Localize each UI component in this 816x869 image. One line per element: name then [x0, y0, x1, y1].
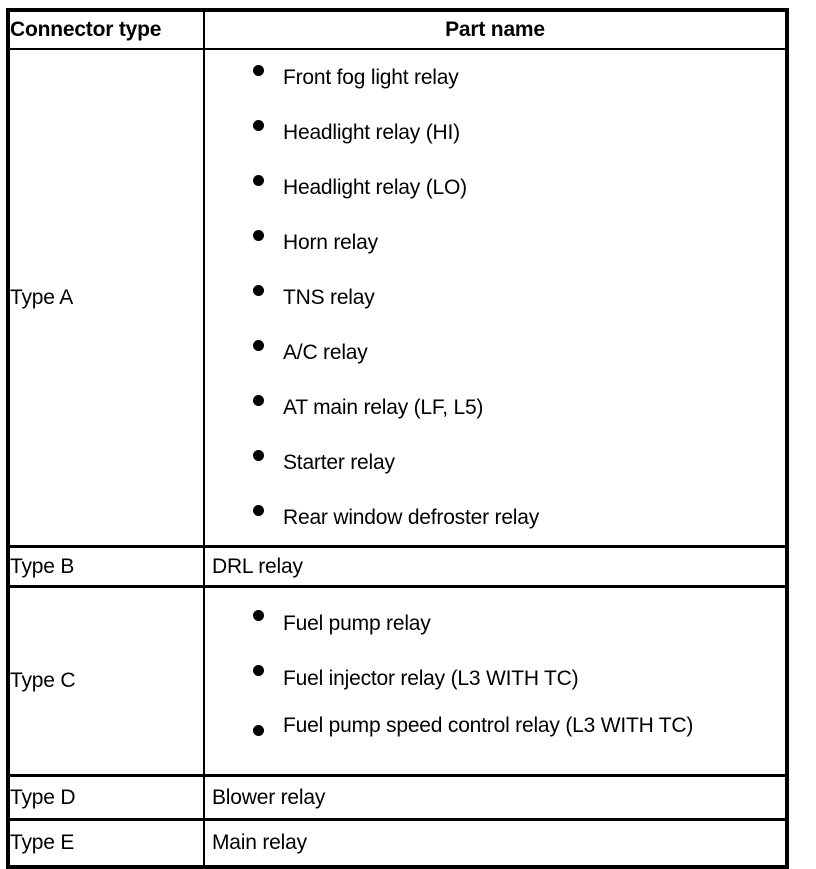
list-item: Front fog light relay	[205, 50, 785, 105]
list-item: Fuel pump speed control relay (L3 WITH T…	[205, 706, 785, 767]
cell-connector-type: Type E	[8, 819, 205, 867]
list-item: Rear window defroster relay	[205, 490, 785, 545]
part-name-list: Front fog light relay Headlight relay (H…	[205, 50, 785, 545]
header-row: Connector type Part name	[8, 10, 787, 50]
part-name-text: Horn relay	[283, 231, 378, 254]
part-name-text: Blower relay	[212, 785, 326, 809]
part-name-text: Headlight relay (LO)	[283, 176, 467, 199]
bullet-icon	[253, 610, 264, 621]
list-item: AT main relay (LF, L5)	[205, 380, 785, 435]
bullet-icon	[253, 64, 264, 76]
list-item: A/C relay	[205, 325, 785, 380]
table-row: Type B DRL relay	[8, 546, 787, 588]
connector-type-label: Type C	[10, 669, 76, 692]
table-header: Connector type Part name	[8, 10, 787, 50]
bullet-icon	[253, 284, 264, 296]
connector-type-label: Type D	[10, 785, 76, 809]
part-name-text: Fuel pump relay	[283, 611, 431, 635]
column-header-part-name: Part name	[204, 10, 787, 50]
bullet-icon	[253, 504, 264, 516]
bullet-icon	[253, 339, 264, 351]
part-name-text: Starter relay	[283, 451, 395, 474]
cell-part-name: Front fog light relay Headlight relay (H…	[204, 49, 787, 548]
connector-type-label: Type E	[10, 831, 75, 854]
bullet-icon	[253, 229, 264, 241]
cell-part-name: DRL relay	[204, 546, 787, 588]
table-body: Type A Front fog light relay Headlight r…	[8, 49, 787, 867]
list-item: Headlight relay (HI)	[205, 105, 785, 160]
part-name-text: DRL relay	[212, 554, 303, 578]
list-item: Horn relay	[205, 215, 785, 270]
part-name-text: Fuel pump speed control relay (L3 WITH T…	[283, 713, 694, 737]
cell-connector-type: Type A	[8, 49, 205, 548]
part-name-text: Rear window defroster relay	[283, 506, 540, 529]
cell-part-name: Fuel pump relay Fuel injector relay (L3 …	[204, 586, 787, 777]
part-name-text: TNS relay	[283, 286, 375, 309]
part-name-text: AT main relay (LF, L5)	[283, 396, 484, 419]
part-name-text: Headlight relay (HI)	[283, 121, 460, 144]
part-name-list: Fuel pump relay Fuel injector relay (L3 …	[205, 596, 785, 767]
part-name-text: Fuel injector relay (L3 WITH TC)	[283, 666, 579, 690]
bullet-icon	[253, 119, 264, 131]
cell-connector-type: Type B	[8, 546, 205, 588]
list-item: Headlight relay (LO)	[205, 160, 785, 215]
list-item: TNS relay	[205, 270, 785, 325]
table-row: Type D Blower relay	[8, 775, 787, 821]
connector-type-label: Type A	[10, 285, 74, 309]
cell-connector-type: Type C	[8, 586, 205, 777]
bullet-icon	[253, 724, 264, 736]
bullet-icon	[253, 174, 264, 186]
bullet-icon	[253, 665, 264, 676]
part-name-text: Main relay	[212, 831, 307, 854]
table-row: Type C Fuel pump relay Fuel injector rel…	[8, 586, 787, 777]
cell-part-name: Main relay	[204, 820, 787, 868]
bullet-icon	[253, 394, 264, 406]
cell-connector-type: Type D	[8, 775, 205, 821]
list-item: Fuel injector relay (L3 WITH TC)	[205, 651, 785, 706]
relay-connector-table: Connector type Part name Type A Front fo…	[6, 8, 789, 869]
part-name-text: Front fog light relay	[283, 66, 459, 89]
table-row: Type E Main relay	[8, 819, 787, 868]
column-header-connector-type: Connector type	[8, 10, 205, 50]
bullet-icon	[253, 449, 264, 461]
cell-part-name: Blower relay	[204, 775, 787, 821]
page-root: Connector type Part name Type A Front fo…	[6, 8, 789, 869]
connector-type-label: Type B	[10, 554, 75, 578]
list-item: Fuel pump relay	[205, 596, 785, 651]
part-name-text: A/C relay	[283, 341, 368, 364]
table-row: Type A Front fog light relay Headlight r…	[8, 49, 787, 548]
list-item: Starter relay	[205, 435, 785, 490]
